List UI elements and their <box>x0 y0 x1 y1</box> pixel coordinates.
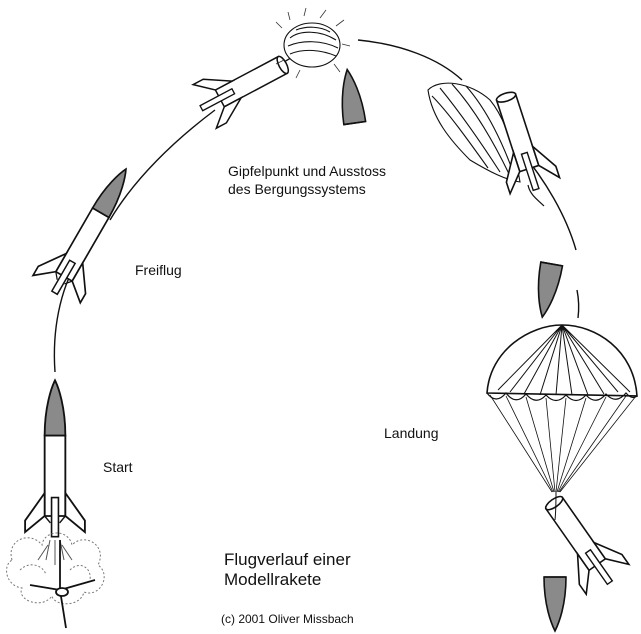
coasting-rocket <box>31 155 150 306</box>
coast-label: Freiflug <box>135 262 182 279</box>
apex-label-line1: Gipfelpunkt und Ausstoss <box>228 163 386 180</box>
launch-label: Start <box>103 459 133 476</box>
descent-streamer <box>428 83 562 319</box>
diagram-title-line2: Modellrakete <box>224 570 321 590</box>
copyright-notice: (c) 2001 Oliver Missbach <box>221 612 354 626</box>
landing-label: Landung <box>384 425 439 442</box>
apex-ejection <box>190 8 366 130</box>
landing-parachute <box>487 325 637 631</box>
flight-path-arc <box>54 40 578 372</box>
launch-rocket <box>7 380 105 628</box>
diagram-title-line1: Flugverlauf einer <box>224 550 351 570</box>
apex-label-line2: des Bergungssystems <box>228 181 366 198</box>
